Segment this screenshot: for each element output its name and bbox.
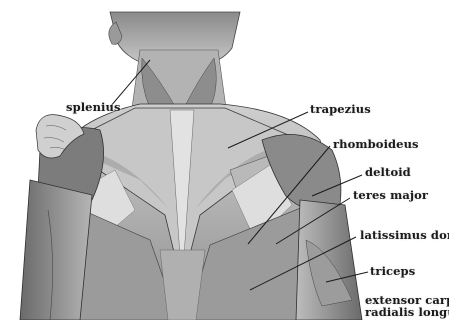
label-trapezius: trapezius bbox=[310, 103, 371, 115]
label-triceps: triceps bbox=[370, 265, 415, 277]
label-teres-major: teres major bbox=[353, 189, 428, 201]
label-radialis-longus: radialis longus bbox=[365, 306, 449, 318]
label-deltoid: deltoid bbox=[365, 166, 411, 178]
label-splenius: splenius bbox=[66, 101, 121, 113]
label-rhomboideus: rhomboideus bbox=[333, 138, 419, 150]
left-arm-shape bbox=[20, 180, 92, 320]
label-latissimus-dorsi: latissimus dorsi bbox=[360, 229, 449, 241]
